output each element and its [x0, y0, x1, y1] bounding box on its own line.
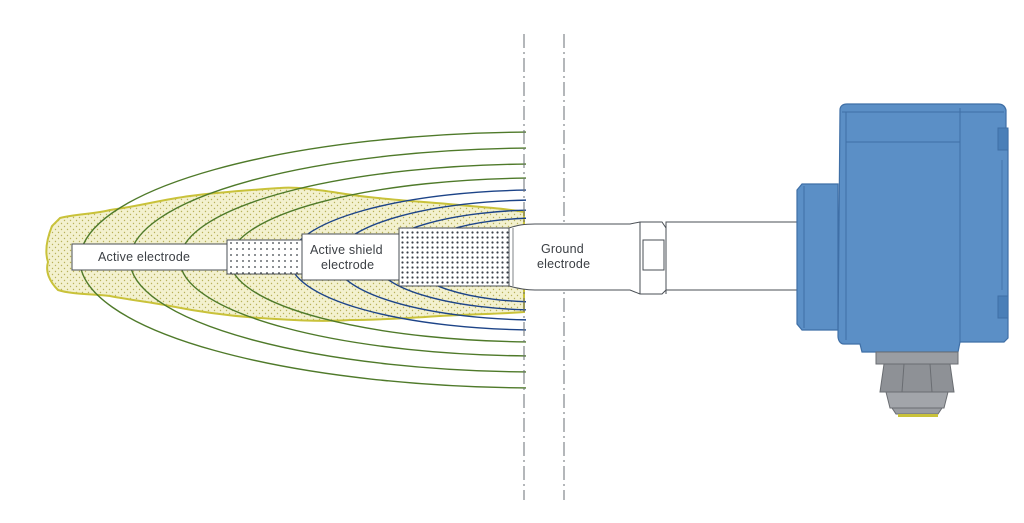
probe-window: [642, 239, 665, 271]
transmitter-housing: [796, 103, 1009, 353]
label-active-shield-2: electrode: [321, 258, 374, 272]
label-active-shield: Active shield: [310, 243, 383, 257]
label-ground-2: electrode: [537, 257, 590, 271]
active-electrode-insulator: [226, 239, 304, 275]
label-active-electrode: Active electrode: [98, 250, 190, 264]
cable-gland: [875, 351, 959, 417]
active-shield-electrode: [301, 233, 401, 281]
shield-insulator: [398, 227, 510, 287]
label-ground: Ground: [541, 242, 584, 256]
